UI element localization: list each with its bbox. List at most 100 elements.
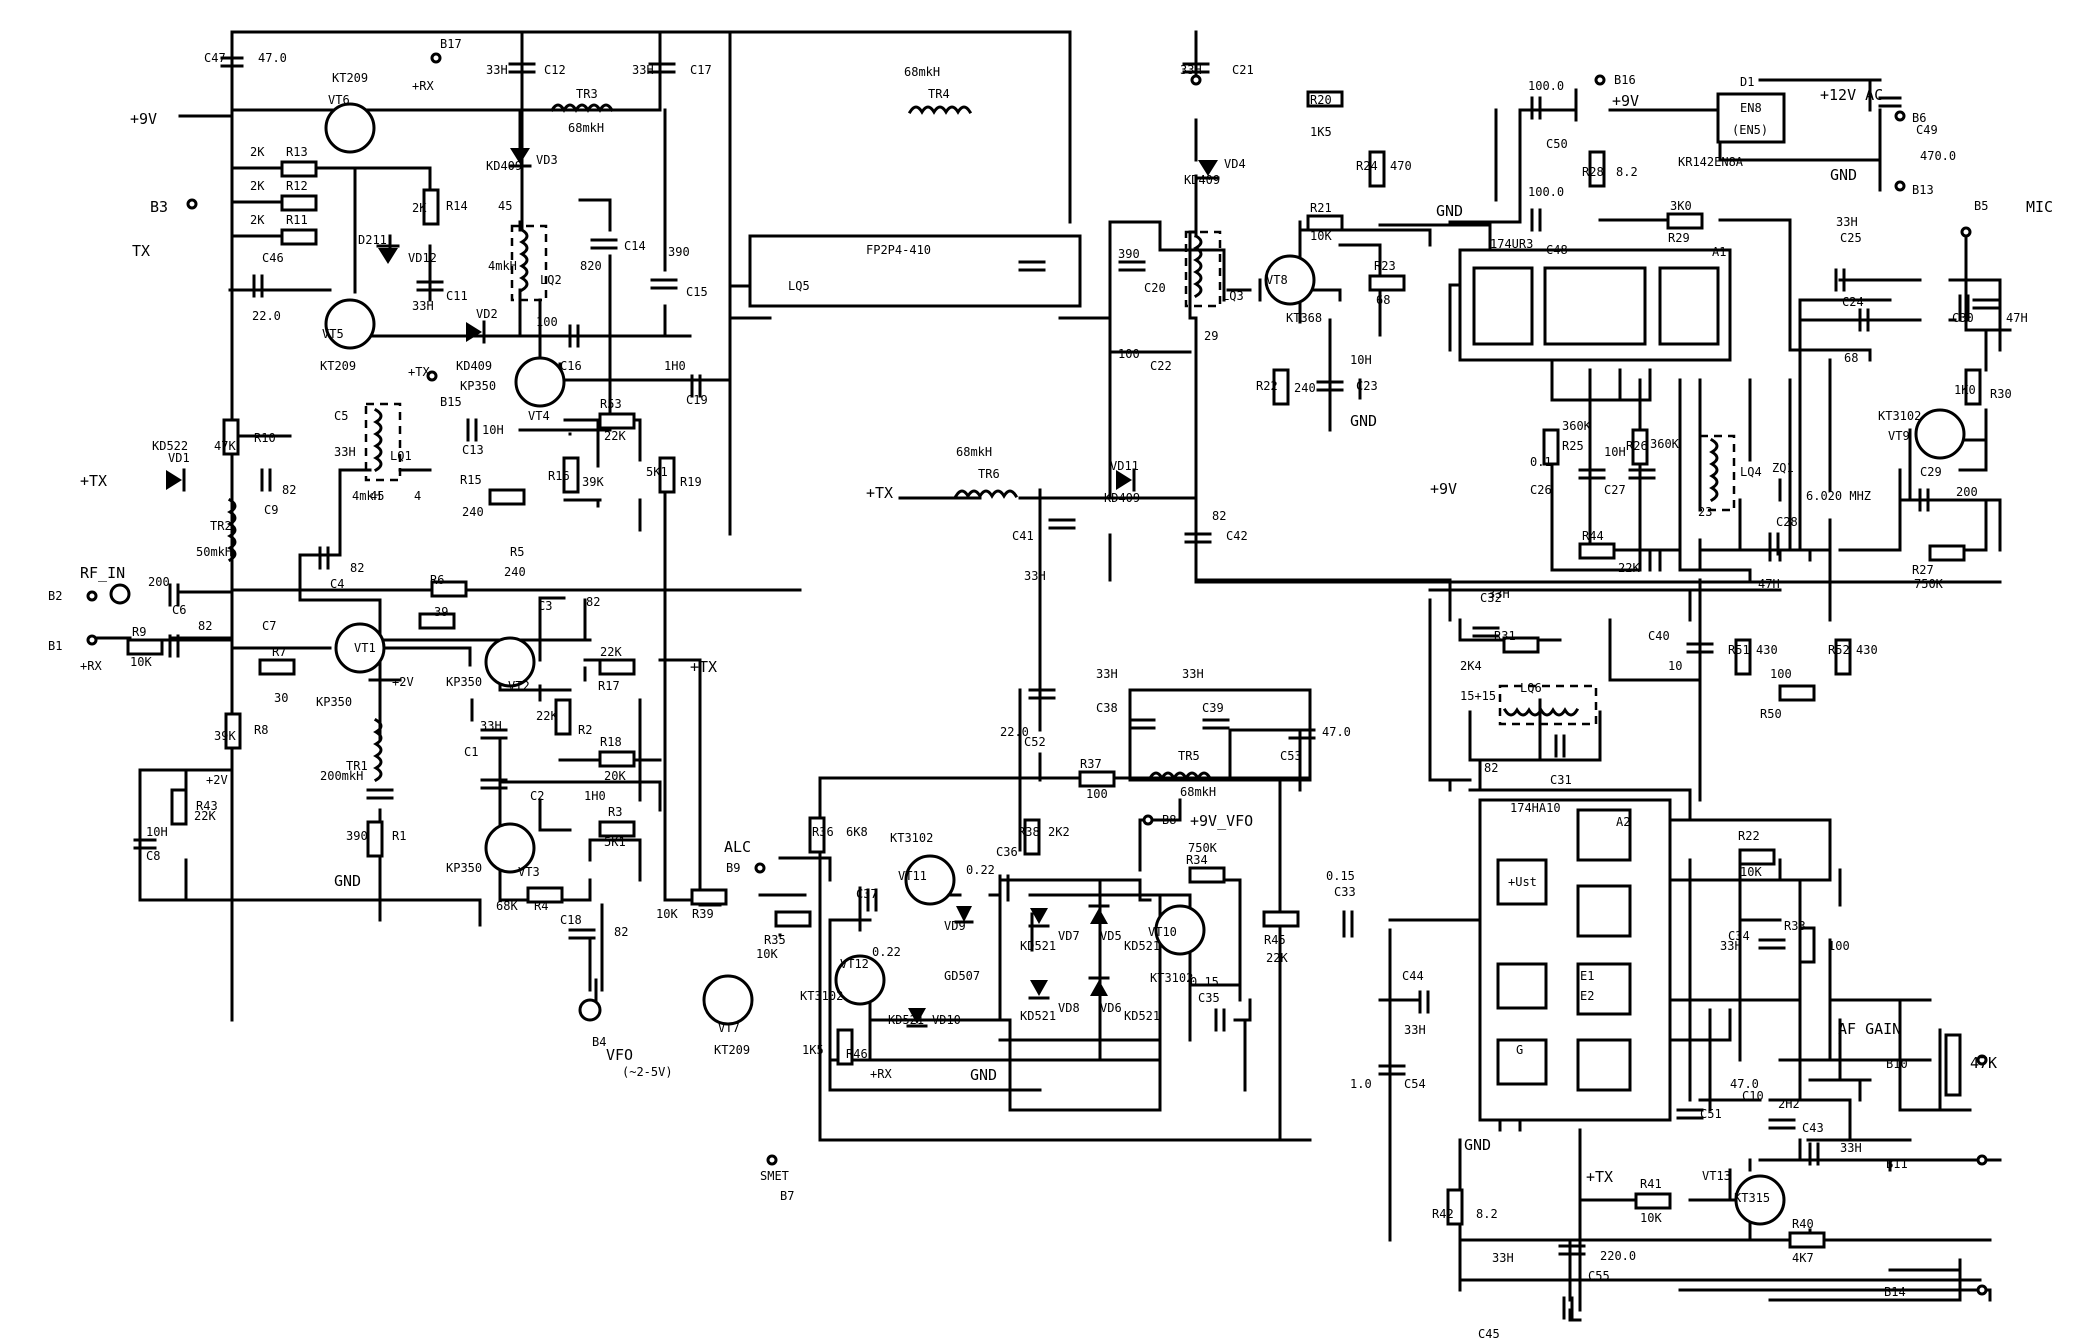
svg-text:4: 4 (414, 489, 421, 503)
svg-text:33H: 33H (1488, 587, 1510, 601)
svg-text:C16: C16 (560, 359, 582, 373)
svg-text:KT3102: KT3102 (1878, 409, 1921, 423)
svg-text:VD5: VD5 (1100, 929, 1122, 943)
svg-text:KD409: KD409 (1104, 491, 1140, 505)
svg-text:8.2: 8.2 (1476, 1207, 1498, 1221)
svg-text:R41: R41 (1640, 1177, 1662, 1191)
svg-text:TR2: TR2 (210, 519, 232, 533)
svg-text:R11: R11 (286, 213, 308, 227)
svg-text:VD10: VD10 (932, 1013, 961, 1027)
transistors (324, 102, 1966, 1226)
svg-text:R40: R40 (1792, 1217, 1814, 1231)
svg-text:KD521: KD521 (1020, 939, 1056, 953)
svg-text:33H: 33H (1404, 1023, 1426, 1037)
svg-text:KP350: KP350 (446, 675, 482, 689)
svg-text:R34: R34 (1186, 853, 1208, 867)
svg-text:R46: R46 (846, 1047, 868, 1061)
svg-text:+TX: +TX (80, 472, 107, 490)
svg-text:R16: R16 (548, 469, 570, 483)
svg-text:R2: R2 (578, 723, 592, 737)
svg-text:KD521: KD521 (1020, 1009, 1056, 1023)
svg-text:VFO: VFO (606, 1046, 633, 1064)
svg-text:VD2: VD2 (476, 307, 498, 321)
svg-text:D1: D1 (1740, 75, 1754, 89)
svg-text:430: 430 (1856, 643, 1878, 657)
svg-text:A1: A1 (1712, 245, 1726, 259)
svg-text:C38: C38 (1096, 701, 1118, 715)
svg-text:2K: 2K (250, 213, 265, 227)
svg-text:B2: B2 (48, 589, 62, 603)
component-labels: KT209 VT6 R13 2K R12 2K R11 2K B3 TX C46… (48, 37, 2053, 1341)
svg-text:SMET: SMET (760, 1169, 789, 1183)
svg-text:B8: B8 (1162, 813, 1176, 827)
svg-text:R45: R45 (1264, 933, 1286, 947)
svg-text:470: 470 (1390, 159, 1412, 173)
svg-text:LQ2: LQ2 (540, 273, 562, 287)
svg-text:22.0: 22.0 (252, 309, 281, 323)
svg-text:R50: R50 (1760, 707, 1782, 721)
svg-text:C47: C47 (204, 51, 226, 65)
svg-text:GD507: GD507 (944, 969, 980, 983)
svg-text:+12V AC: +12V AC (1820, 86, 1883, 104)
svg-text:C28: C28 (1776, 515, 1798, 529)
svg-text:C7: C7 (262, 619, 276, 633)
svg-text:C39: C39 (1202, 701, 1224, 715)
svg-text:GND: GND (1350, 412, 1377, 430)
svg-text:KT3102: KT3102 (890, 831, 933, 845)
d1-regulator (1716, 92, 1786, 144)
svg-text:68mkH: 68mkH (904, 65, 940, 79)
svg-text:ZQ1: ZQ1 (1772, 461, 1794, 475)
svg-text:100.0: 100.0 (1528, 185, 1564, 199)
svg-text:VD8: VD8 (1058, 1001, 1080, 1015)
svg-text:33H: 33H (334, 445, 356, 459)
svg-text:82: 82 (1484, 761, 1498, 775)
svg-text:39: 39 (434, 605, 448, 619)
svg-text:10K: 10K (130, 655, 152, 669)
svg-text:2K4: 2K4 (1460, 659, 1482, 673)
svg-text:200mkH: 200mkH (320, 769, 363, 783)
svg-text:1K0: 1K0 (1954, 383, 1976, 397)
svg-text:C41: C41 (1012, 529, 1034, 543)
svg-text:C10: C10 (1742, 1089, 1764, 1103)
svg-text:23: 23 (1698, 505, 1712, 519)
svg-text:VD1: VD1 (168, 451, 190, 465)
svg-text:KT3102: KT3102 (800, 989, 843, 1003)
svg-text:GND: GND (1436, 202, 1463, 220)
svg-text:R6: R6 (430, 573, 444, 587)
svg-text:30: 30 (274, 691, 288, 705)
svg-text:10H: 10H (146, 825, 168, 839)
svg-text:C44: C44 (1402, 969, 1424, 983)
svg-text:100: 100 (1118, 347, 1140, 361)
svg-text:R35: R35 (764, 933, 786, 947)
svg-text:C31: C31 (1550, 773, 1572, 787)
svg-text:430: 430 (1756, 643, 1778, 657)
svg-text:68mkH: 68mkH (1180, 785, 1216, 799)
svg-text:33H: 33H (632, 63, 654, 77)
svg-text:B13: B13 (1912, 183, 1934, 197)
svg-text:45: 45 (498, 199, 512, 213)
svg-text:+TX: +TX (408, 365, 430, 379)
svg-text:VD4: VD4 (1224, 157, 1246, 171)
svg-text:33H: 33H (1492, 1251, 1514, 1265)
svg-text:240: 240 (504, 565, 526, 579)
svg-text:390: 390 (1118, 247, 1140, 261)
svg-text:C23: C23 (1356, 379, 1378, 393)
svg-text:R22: R22 (1738, 829, 1760, 843)
svg-text:33H: 33H (1182, 667, 1204, 681)
svg-text:6.020 MHZ: 6.020 MHZ (1806, 489, 1871, 503)
svg-text:33H: 33H (1180, 63, 1202, 77)
svg-text:VT9: VT9 (1888, 429, 1910, 443)
svg-text:100: 100 (1770, 667, 1792, 681)
svg-text:+RX: +RX (80, 659, 102, 673)
svg-text:B9: B9 (726, 861, 740, 875)
svg-text:C40: C40 (1648, 629, 1670, 643)
svg-text:R20: R20 (1310, 93, 1332, 107)
svg-text:22K: 22K (1266, 951, 1288, 965)
svg-text:ALC: ALC (724, 838, 751, 856)
svg-text:C50: C50 (1546, 137, 1568, 151)
svg-text:47H: 47H (2006, 311, 2028, 325)
svg-text:+2V: +2V (392, 675, 414, 689)
svg-text:47.0: 47.0 (1730, 1077, 1759, 1091)
svg-text:10K: 10K (1310, 229, 1332, 243)
svg-text:VT2: VT2 (508, 679, 530, 693)
